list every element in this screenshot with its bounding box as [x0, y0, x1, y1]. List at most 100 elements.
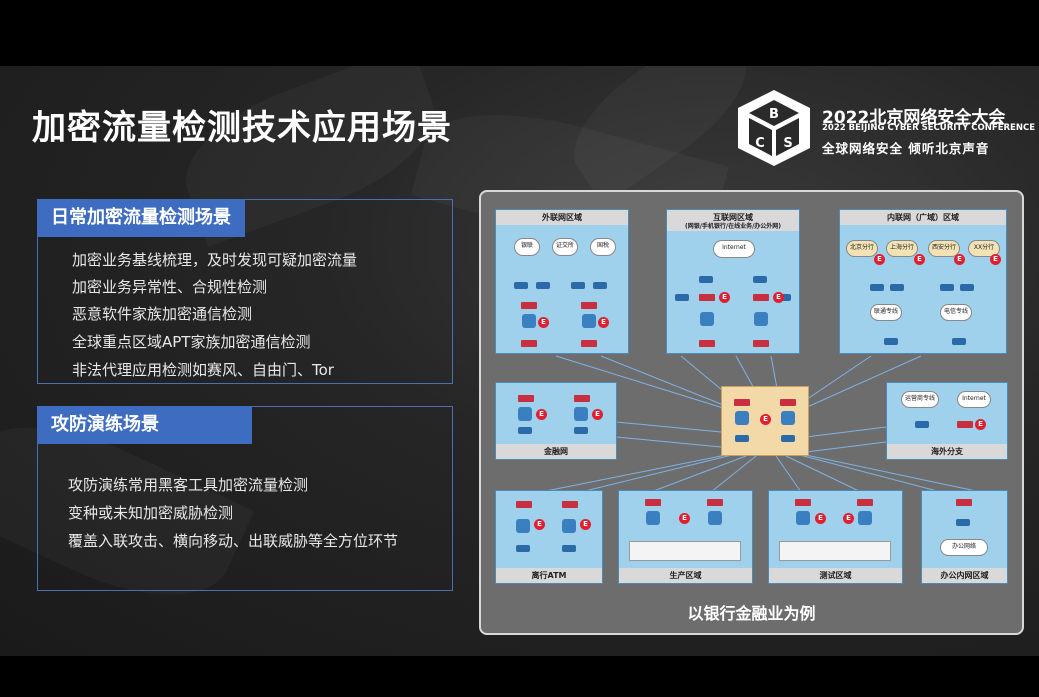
e-marker-icon: E [760, 414, 771, 425]
zone-production: 生产区域 E [618, 490, 753, 584]
zone-label: 金融网 [496, 444, 616, 459]
e-marker-icon: E [975, 419, 986, 430]
list-item: 变种或未知加密威胁检测 [68, 504, 234, 522]
e-marker-icon: E [534, 519, 545, 530]
cloud-icon: 运营商专线 [901, 391, 939, 408]
router-icon [518, 407, 532, 421]
cloud-icon: 银联 [514, 238, 540, 256]
server-rack-icon [629, 541, 741, 561]
router-icon [562, 519, 576, 533]
e-marker-icon: E [815, 513, 826, 524]
router-icon [522, 314, 536, 328]
router-icon [858, 511, 872, 525]
e-marker-icon: E [874, 254, 885, 265]
e-marker-icon: E [719, 292, 730, 303]
zone-label: 离行ATM [496, 568, 602, 583]
firewall-icon [581, 302, 597, 309]
switch-icon [777, 294, 791, 301]
firewall-icon [699, 294, 715, 301]
router-icon [646, 511, 660, 525]
section-daily-heading: 日常加密流量检测场景 [37, 199, 245, 237]
e-marker-icon: E [538, 317, 549, 328]
e-marker-icon: E [598, 317, 609, 328]
cloud-icon: 上海分行 [886, 240, 918, 257]
router-icon [708, 511, 722, 525]
router-icon [582, 314, 596, 328]
list-item: 非法代理应用检测如赛风、自由门、Tor [72, 361, 334, 379]
core-network: E [721, 386, 809, 456]
e-marker-icon: E [843, 513, 854, 524]
firewall-icon [707, 499, 723, 506]
internet-cloud-icon: Internet [957, 391, 991, 408]
svg-text:B: B [769, 107, 779, 122]
firewall-icon [780, 399, 796, 406]
zone-label: 海外分支 [887, 444, 1007, 459]
switch-icon [753, 276, 767, 283]
firewall-icon [857, 499, 873, 506]
switch-icon [956, 519, 970, 526]
e-marker-icon: E [592, 409, 603, 420]
zone-overseas: 海外分支 运营商专线 Internet E [886, 382, 1008, 460]
e-marker-icon: E [914, 254, 925, 265]
zone-atm: 离行ATM E E [495, 490, 603, 584]
firewall-icon [645, 499, 661, 506]
zone-label: 内联网（广域）区域 [840, 210, 1006, 225]
firewall-icon [956, 499, 972, 506]
firewall-icon [753, 294, 769, 301]
firewall-icon [734, 399, 750, 406]
router-icon [516, 519, 530, 533]
firewall-icon [521, 302, 537, 309]
firewall-icon [957, 421, 973, 428]
zone-office: 办公内网区域 办公网络 [921, 490, 1008, 584]
cloud-icon: 国税 [590, 238, 616, 256]
svg-text:S: S [783, 136, 792, 151]
firewall-icon [521, 340, 537, 347]
zone-label: 互联网区域 [667, 210, 799, 225]
list-item: 恶意软件家族加密通信检测 [72, 305, 253, 323]
cloud-icon: XX分行 [968, 240, 1000, 257]
atm-icon [562, 545, 576, 552]
conference-name-cn: 2022北京网络安全大会 [822, 108, 1006, 128]
firewall-icon [795, 499, 811, 506]
diagram-caption: 以银行金融业为例 [687, 604, 816, 623]
firewall-icon [574, 395, 590, 402]
switch-icon [574, 427, 588, 434]
switch-icon [890, 284, 904, 291]
firewall-icon [753, 340, 769, 347]
firewall-icon [518, 395, 534, 402]
switch-icon [675, 294, 689, 301]
atm-icon [516, 545, 530, 552]
cloud-icon: 北京分行 [846, 240, 878, 257]
cloud-icon: 证交所 [552, 238, 578, 256]
server-rack-icon [779, 541, 891, 561]
e-marker-icon: E [536, 409, 547, 420]
zone-intranet: 内联网（广域）区域 北京分行 上海分行 西安分行 XX分行 E E E E 联通… [839, 209, 1007, 354]
firewall-icon [581, 340, 597, 347]
router-icon [796, 511, 810, 525]
e-marker-icon: E [773, 292, 784, 303]
zone-external: 外联网区域 银联 证交所 国税 E E [495, 209, 629, 354]
internet-cloud-icon: Internet [713, 240, 755, 258]
list-item: 覆盖入联攻击、横向移动、出联威胁等全方位环节 [68, 532, 399, 550]
conference-slogan: 全球网络安全 倾听北京声音 [822, 141, 990, 156]
firewall-icon [699, 340, 715, 347]
cloud-icon: 办公网络 [940, 539, 988, 556]
zone-label: 生产区域 [619, 568, 752, 583]
switch-icon [536, 282, 550, 289]
zone-internet: 互联网区域 (网银/手机银行/在线业务/办公外网) Internet E E [666, 209, 800, 354]
switch-icon [915, 421, 929, 428]
svg-text:C: C [755, 136, 765, 151]
switch-icon [870, 284, 884, 291]
list-item: 全球重点区域APT家族加密通信检测 [72, 333, 311, 351]
zone-label: 测试区域 [769, 568, 902, 583]
e-marker-icon: E [679, 513, 690, 524]
switch-icon [514, 282, 528, 289]
cloud-icon: 西安分行 [928, 240, 960, 257]
switch-icon [571, 282, 585, 289]
zone-finance: 金融网 E E [495, 382, 617, 460]
e-marker-icon: E [580, 519, 591, 530]
bank-network-diagram: 外联网区域 银联 证交所 国税 E E 互联网区域 (网银/手机银行/在线业务/… [479, 190, 1024, 635]
slide: 加密流量检测技术应用场景 B C S 2022北京网络安全大会 2022 BEI… [0, 66, 1039, 656]
bcs-cube-logo: B C S [738, 90, 810, 166]
zone-label: 外联网区域 [496, 210, 628, 225]
